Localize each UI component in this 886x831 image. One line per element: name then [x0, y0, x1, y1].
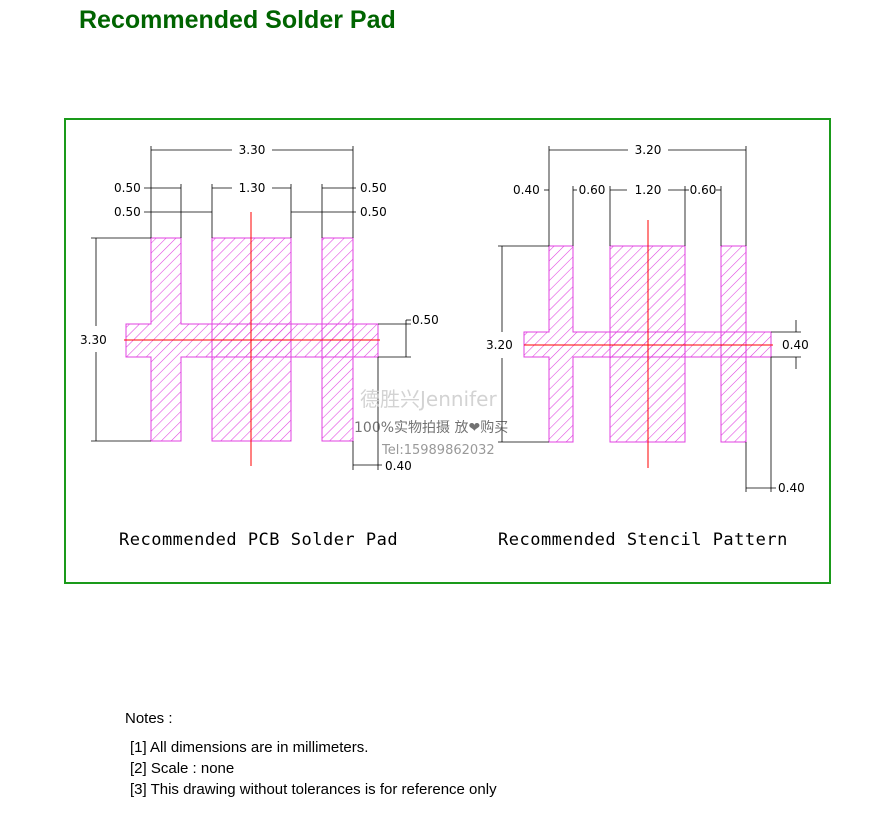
pcb-dimension-lines — [91, 146, 411, 470]
pcb-center-pad-label: 1.30 — [239, 181, 266, 195]
notes-heading: Notes : — [125, 710, 173, 727]
note-item: [2] Scale : none — [130, 760, 235, 777]
pcb-solder-pad-group: 3.30 0.50 1.30 0.50 0.50 0.50 3.30 0.50 … — [80, 143, 439, 550]
pcb-right-gap-label: 0.50 — [360, 181, 387, 195]
page-title: Recommended Solder Pad — [79, 6, 396, 34]
stencil-dimension-lines — [498, 146, 801, 492]
stencil-left-gap-label: 0.60 — [579, 183, 606, 197]
stencil-center-pad-label: 1.20 — [635, 183, 662, 197]
stencil-left-pad-label: 0.40 — [513, 183, 540, 197]
watermark-line-3: Tel:15989862032 — [381, 443, 495, 458]
stencil-right-gap-label: 0.60 — [690, 183, 717, 197]
watermark: 德胜兴Jennifer 100%实物拍摄 放❤购买 Tel:1598986203… — [354, 387, 508, 458]
solder-pad-drawing: 3.30 0.50 1.30 0.50 0.50 0.50 3.30 0.50 … — [80, 143, 809, 550]
watermark-line-2: 100%实物拍摄 放❤购买 — [354, 420, 508, 436]
stencil-total-width-label: 3.20 — [635, 143, 662, 157]
stencil-tab-extension-label: 0.40 — [778, 481, 805, 495]
drawing-frame: 3.30 0.50 1.30 0.50 0.50 0.50 3.30 0.50 … — [64, 118, 831, 584]
pcb-right-pad-label: 0.50 — [360, 205, 387, 219]
stencil-height-label: 3.20 — [486, 338, 513, 352]
pcb-height-label: 3.30 — [80, 333, 107, 347]
note-item: [1] All dimensions are in millimeters. — [130, 739, 369, 756]
stencil-right-aperture — [720, 245, 747, 443]
pcb-left-pad-label: 0.50 — [114, 205, 141, 219]
stencil-pattern-group: 3.20 0.40 0.60 1.20 0.60 3.20 0.40 0.40 … — [486, 143, 809, 550]
pcb-tab-height-label: 0.50 — [412, 313, 439, 327]
watermark-line-1: 德胜兴Jennifer — [360, 387, 497, 411]
notes-section: Notes : [1] All dimensions are in millim… — [125, 710, 497, 800]
pcb-caption: Recommended PCB Solder Pad — [119, 530, 398, 550]
pcb-tab-extension-label: 0.40 — [385, 459, 412, 473]
stencil-caption: Recommended Stencil Pattern — [498, 530, 788, 550]
stencil-tab-height-label: 0.40 — [782, 338, 809, 352]
note-item: [3] This drawing without tolerances is f… — [130, 781, 497, 798]
pcb-total-width-label: 3.30 — [239, 143, 266, 157]
pcb-left-gap-label: 0.50 — [114, 181, 141, 195]
